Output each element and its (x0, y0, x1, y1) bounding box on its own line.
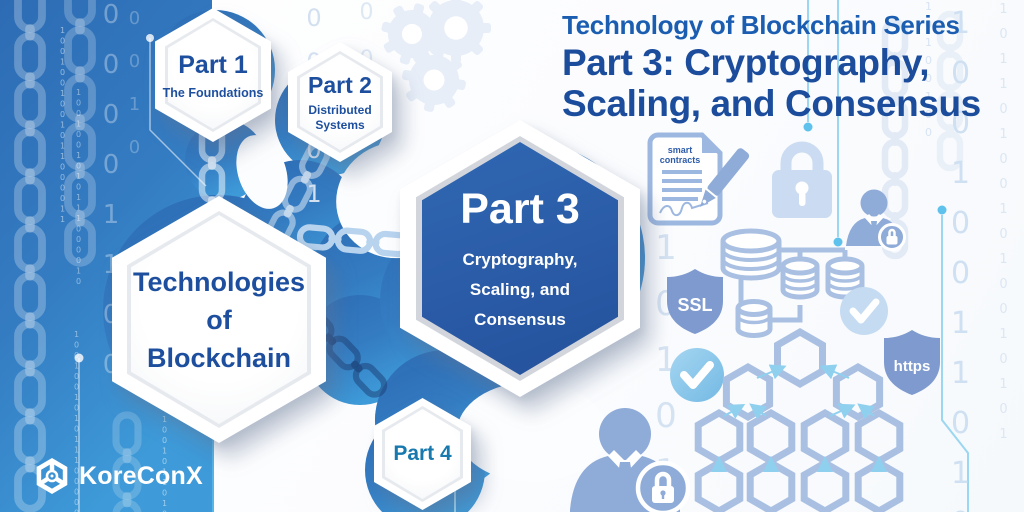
part2-subtitle: Systems (315, 118, 365, 132)
koreconx-logo: KoreConX (34, 456, 203, 496)
pen-icon (700, 148, 750, 207)
part4-title: Part 4 (393, 442, 452, 465)
binary-column: 1001001001011000011 (58, 26, 67, 226)
hexagon-part4: Part 4 (374, 398, 471, 510)
part3-subtitle: Cryptography, (462, 249, 578, 269)
block-hexagon-icon (722, 362, 774, 422)
part2-subtitle: Distributed (308, 103, 372, 117)
gear-icon (402, 48, 466, 112)
merkle-tree-icon (694, 327, 904, 512)
block-hexagon-icon (746, 408, 796, 466)
merkle-arrow (829, 403, 856, 419)
main-hex-line3: Blockchain (146, 342, 292, 373)
chain-icon (14, 0, 46, 512)
binary-column: 1001001010111000010 (74, 88, 83, 288)
header-title: Technology of Blockchain Series Part 3: … (562, 8, 981, 124)
hexagon-part2: Part 2 Distributed Systems (288, 42, 392, 162)
koreconx-logo-text: KoreConX (79, 461, 203, 490)
title-line1: Part 3: Cryptography, (562, 42, 930, 83)
main-hex-line2: of (206, 304, 232, 335)
block-hexagon-icon (774, 327, 826, 389)
ssl-shield-icon: SSL (667, 269, 723, 334)
binary-column: 101011 (646, 228, 686, 512)
merkle-arrow (756, 364, 787, 380)
merkle-arrow (857, 403, 875, 420)
circuit-dot (146, 34, 154, 42)
circuit-dot (74, 353, 84, 363)
block-hexagon-icon (694, 458, 744, 512)
lock-badge-icon (635, 460, 691, 512)
database-cluster-icon (720, 228, 865, 338)
gear-icon (421, 0, 491, 63)
hexagon-part3: Part 3 Cryptography, Scaling, and Consen… (400, 120, 640, 397)
tie (871, 221, 877, 235)
person-large-icon (570, 408, 691, 512)
block-hexagon-icon (854, 408, 904, 466)
smart-contracts-label: contracts (660, 155, 701, 165)
chain-icon (64, 0, 96, 267)
smart-contracts-icon: smart contracts (647, 132, 750, 226)
binary-column: 0010 (124, 8, 145, 180)
tie (617, 462, 633, 500)
part3-title: Part 3 (460, 184, 580, 233)
block-hexagon-icon (854, 458, 904, 512)
merkle-arrow (723, 404, 746, 419)
lock-badge-icon (878, 223, 906, 251)
check-circle-icon (840, 287, 888, 335)
smart-contracts-label: smart (668, 145, 693, 155)
title-line2: Scaling, and Consensus (562, 83, 981, 124)
person-small-icon (846, 189, 906, 251)
circuit-dot (833, 237, 843, 247)
hexagon-main: Technologies of Blockchain (112, 196, 326, 443)
part3-subtitle: Consensus (474, 309, 566, 329)
padlock-icon (772, 141, 832, 218)
signature-squiggle (659, 201, 709, 217)
part1-title: Part 1 (178, 50, 248, 79)
part3-subtitle: Scaling, and (469, 279, 571, 299)
ssl-label: SSL (677, 295, 712, 315)
part2-title: Part 2 (308, 72, 372, 98)
https-label: https (894, 358, 931, 375)
series-label: Technology of Blockchain Series (562, 10, 960, 40)
check-circle-icon (670, 348, 724, 402)
koreconx-logo-icon (36, 458, 68, 494)
main-hex-line1: Technologies (132, 266, 306, 297)
https-shield-icon: https (884, 330, 940, 395)
merkle-arrow (819, 364, 850, 380)
block-hexagon-icon (832, 362, 884, 422)
merkle-arrow (749, 403, 767, 420)
circuit-dot (937, 205, 947, 215)
block-hexagon-icon (800, 458, 850, 512)
binary-column: 101101001010010101 (996, 2, 1011, 452)
part1-subtitle: The Foundations (162, 85, 264, 100)
block-hexagon-icon (746, 458, 796, 512)
hexagon-part1: Part 1 The Foundations (155, 8, 271, 142)
block-hexagon-icon (800, 408, 850, 466)
block-hexagon-icon (694, 408, 744, 466)
